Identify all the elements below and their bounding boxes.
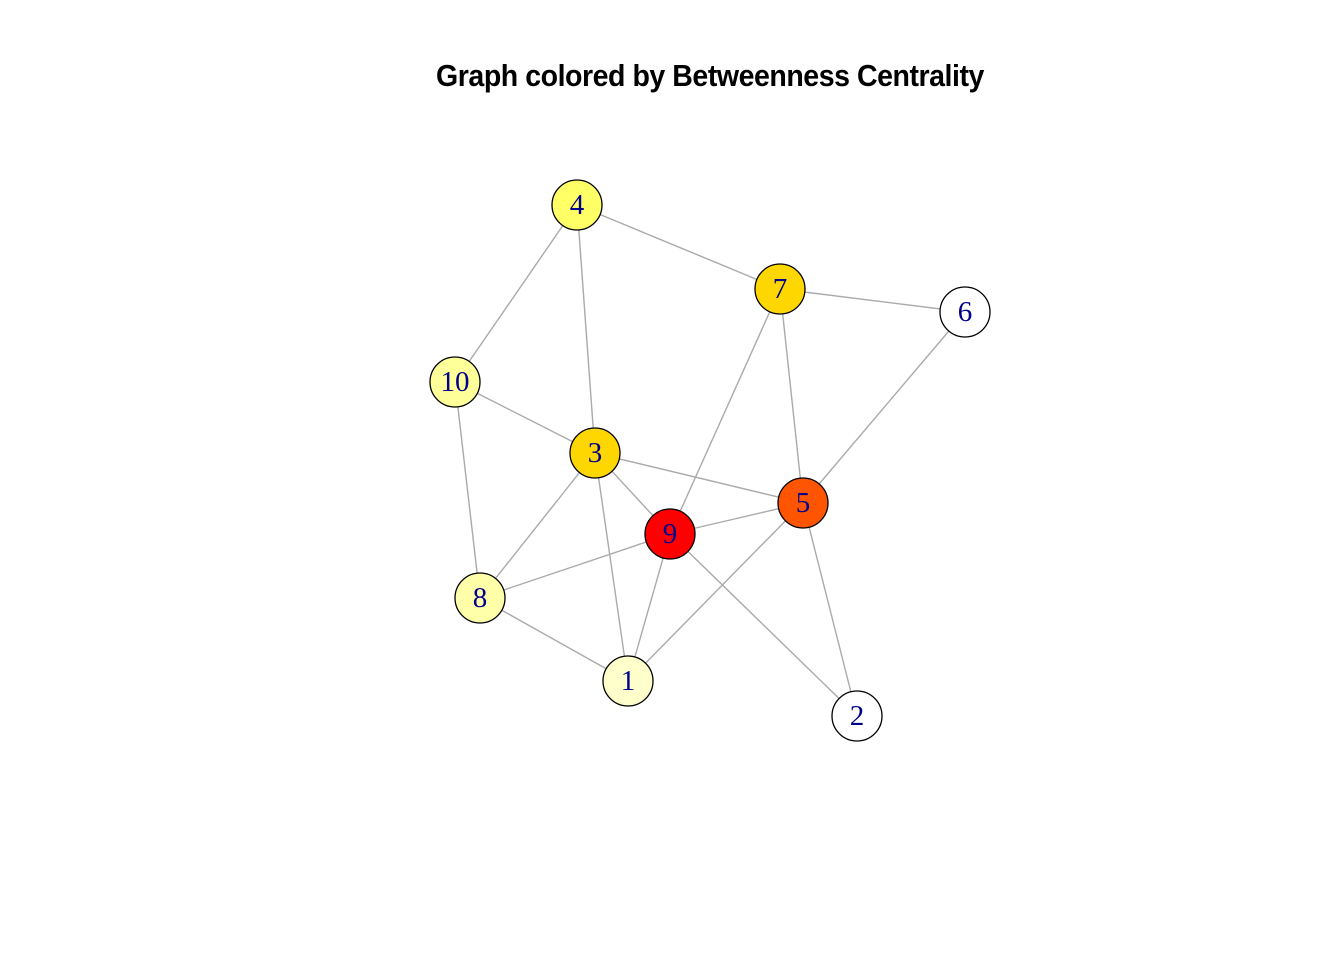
node-circle-4 <box>551 179 603 231</box>
node-1: 1 <box>602 655 654 707</box>
chart-title: Graph colored by Betweenness Centrality <box>436 58 984 93</box>
edge-7-9 <box>669 288 781 535</box>
node-label-1: 1 <box>621 665 636 697</box>
edge-5-2 <box>802 502 858 717</box>
node-label-9: 9 <box>663 518 678 550</box>
node-10: 10 <box>429 356 481 408</box>
node-4: 4 <box>551 179 603 231</box>
node-3: 3 <box>569 427 621 479</box>
edge-4-3 <box>576 204 596 454</box>
edge-10-3 <box>454 381 596 454</box>
edge-4-10 <box>454 204 578 383</box>
node-label-8: 8 <box>473 582 488 614</box>
edge-3-1 <box>594 452 629 682</box>
node-circle-9 <box>644 508 696 560</box>
node-circle-5 <box>777 477 829 529</box>
node-circle-8 <box>454 572 506 624</box>
edge-7-5 <box>779 288 804 504</box>
node-circle-3 <box>569 427 621 479</box>
edge-7-6 <box>779 288 966 313</box>
node-label-2: 2 <box>850 700 865 732</box>
node-label-7: 7 <box>773 273 788 305</box>
node-2: 2 <box>831 690 883 742</box>
node-7: 7 <box>754 263 806 315</box>
node-label-3: 3 <box>588 437 603 469</box>
edge-3-5 <box>594 452 804 504</box>
node-circle-1 <box>602 655 654 707</box>
edge-4-7 <box>576 204 781 290</box>
node-label-6: 6 <box>958 296 973 328</box>
edge-6-5 <box>802 311 966 504</box>
node-circle-6 <box>939 286 991 338</box>
node-6: 6 <box>939 286 991 338</box>
node-8: 8 <box>454 572 506 624</box>
edge-9-2 <box>669 533 858 717</box>
nodes-layer: 1 2 3 4 5 6 7 8 9 10 <box>429 179 991 742</box>
edge-5-1 <box>627 502 804 682</box>
edge-8-1 <box>479 597 629 682</box>
edge-10-8 <box>454 381 481 599</box>
edges-layer <box>454 204 966 717</box>
node-label-4: 4 <box>570 189 585 221</box>
node-circle-2 <box>831 690 883 742</box>
node-9: 9 <box>644 508 696 560</box>
node-circle-10 <box>429 356 481 408</box>
node-label-5: 5 <box>796 487 811 519</box>
node-circle-7 <box>754 263 806 315</box>
edge-3-8 <box>479 452 596 599</box>
edge-9-8 <box>479 533 671 599</box>
node-5: 5 <box>777 477 829 529</box>
node-label-10: 10 <box>441 366 470 398</box>
